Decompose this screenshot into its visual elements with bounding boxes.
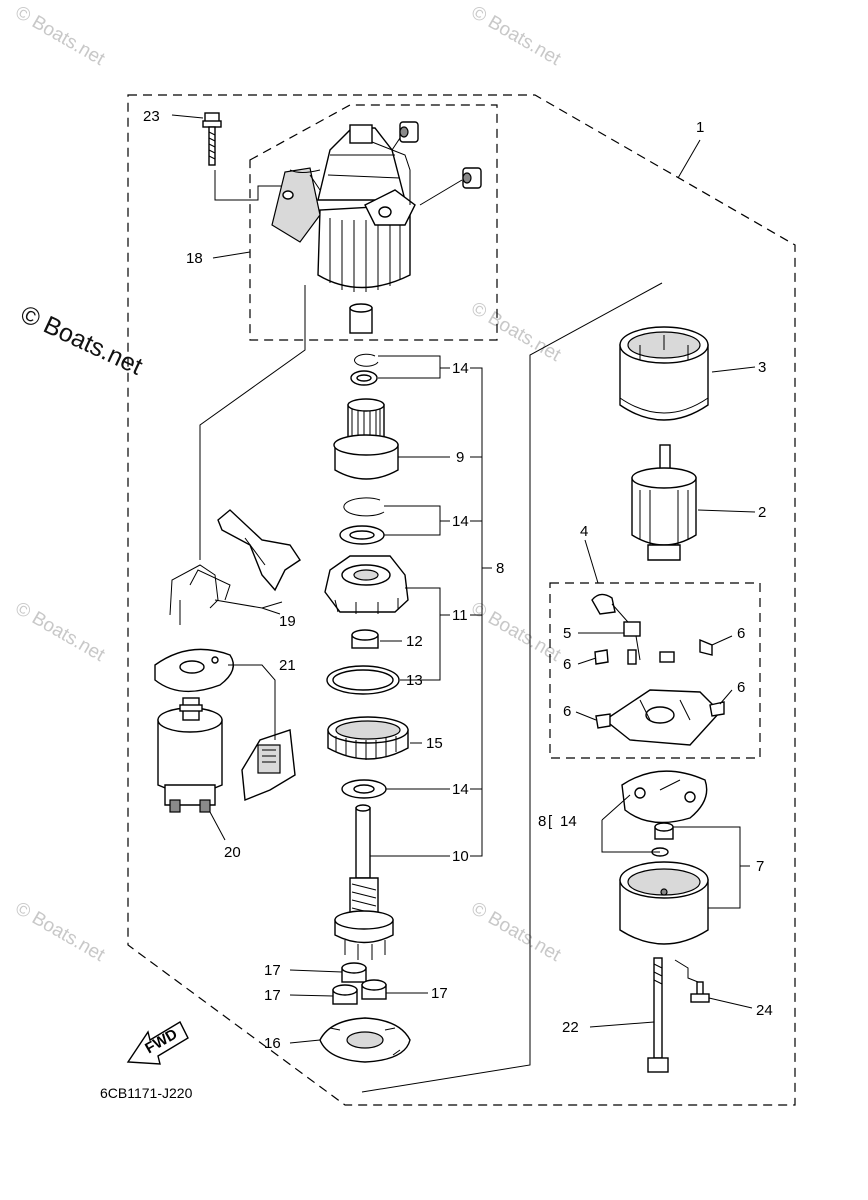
callout-5: 5: [563, 625, 571, 642]
callout-1: 1: [696, 119, 704, 136]
callout-14: 14: [452, 513, 469, 530]
callout-12: 12: [406, 633, 423, 650]
assembly-boundary: [127, 94, 796, 1106]
outline-left: [199, 285, 306, 560]
snap-ring-14: [339, 497, 385, 545]
callout-8: 8: [538, 813, 546, 830]
callout-8: 8: [496, 560, 504, 577]
bracket-11: [324, 555, 409, 614]
bushing: [349, 303, 373, 334]
bushing-12: [351, 629, 379, 649]
armature-2: [631, 444, 697, 561]
callout-17: 17: [264, 962, 281, 979]
bracket-21: [241, 729, 296, 801]
callout-20: 20: [224, 844, 241, 861]
callout-7: 7: [756, 858, 764, 875]
callout-4: 4: [580, 523, 588, 540]
shaft-10: [334, 804, 394, 960]
plate-16: [319, 1017, 411, 1063]
plate-14: [621, 770, 708, 824]
callout-19: 19: [279, 613, 296, 630]
callout-17: 17: [264, 987, 281, 1004]
callout-6: 6: [737, 679, 745, 696]
circlip-14: [350, 353, 379, 386]
callout-6: 6: [737, 625, 745, 642]
callout-2: 2: [758, 504, 766, 521]
spring-19: [169, 564, 231, 625]
through-bolt-22: [647, 957, 669, 1073]
terminal-caps: [391, 121, 482, 206]
callout-14: 14: [560, 813, 577, 830]
callout-9: 9: [456, 449, 464, 466]
callout-24: 24: [756, 1002, 773, 1019]
screw-24: [674, 959, 710, 1003]
ring-13: [326, 665, 400, 695]
bushing-7: [651, 822, 674, 857]
bracket-glyph: [: [548, 813, 553, 830]
leader-lines: [171, 114, 756, 1044]
solenoid-20: [157, 697, 223, 813]
callout-22: 22: [562, 1019, 579, 1036]
motor-boundary: [249, 104, 498, 341]
planet-gears-17: [332, 962, 387, 1005]
gear-ring-15: [327, 716, 409, 760]
callout-14: 14: [452, 781, 469, 798]
callout-3: 3: [758, 359, 766, 376]
callout-11: 11: [452, 607, 468, 624]
callout-13: 13: [406, 672, 423, 689]
pinion-9: [333, 398, 399, 480]
callout-6: 6: [563, 656, 571, 673]
cover-7: [619, 861, 709, 945]
bolt-guide-line: [214, 170, 292, 201]
brush-holder-4: [591, 593, 725, 746]
callout-18: 18: [186, 250, 203, 267]
diagram-code: 6CB1171-J220: [100, 1085, 193, 1101]
callout-23: 23: [143, 108, 160, 125]
callout-6: 6: [563, 703, 571, 720]
callout-14: 14: [452, 360, 469, 377]
lever-19: [217, 509, 301, 592]
callout-10: 10: [452, 848, 469, 865]
callout-17: 17: [431, 985, 448, 1002]
yoke-3: [619, 326, 709, 421]
fwd-arrow-icon: FWD: [126, 1021, 189, 1065]
callout-21: 21: [279, 657, 296, 674]
callout-16: 16: [264, 1035, 281, 1052]
bolt-23: [202, 112, 222, 166]
brush-holder-boundary: [549, 582, 761, 759]
washer-14: [341, 779, 387, 799]
plate-21: [154, 648, 234, 693]
outline-right: [361, 282, 663, 1093]
callout-15: 15: [426, 735, 443, 752]
motor-housing-18: [271, 124, 416, 292]
